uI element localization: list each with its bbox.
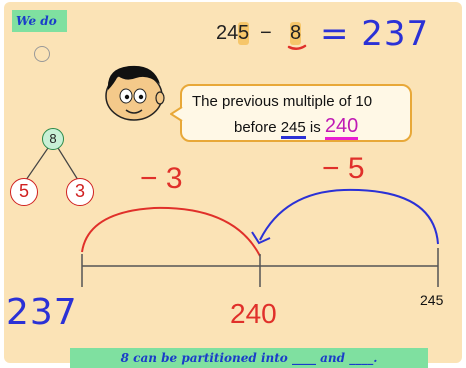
speech-is: is [305,119,325,136]
speech-number-245: 245 [280,119,306,139]
equation-number-1b: 5 [238,22,250,45]
jump-arc-right [259,188,439,245]
number-line-middle: 240 [230,298,277,329]
partition-branches [25,147,79,181]
we-do-label: We do [12,10,67,32]
partition-part-left: 5 [10,178,38,206]
speech-bubble-tail [170,106,183,122]
equation-number-1a: 24 [216,22,239,44]
number-line-drawing [81,188,439,287]
partition-whole: 8 [42,128,64,150]
jump-label-right: − 5 [322,152,365,185]
speech-line-1: The previous multiple of 10 [192,93,373,110]
speech-bubble: The previous multiple of 10 before 245 i… [180,84,412,142]
speech-answer-240: 240 [324,115,359,140]
footer-sentence: 8 can be partitioned into ____ and ____. [70,348,428,368]
equation-minus: − [260,22,272,44]
underline-mark [287,44,307,50]
equation-number-2: 8 [290,22,302,45]
jump-arc-left [81,206,261,257]
number-line-end: 245 [420,292,444,308]
partition-part-right: 3 [66,178,94,206]
cartoon-boy-icon [105,65,165,121]
speech-line-2: before 245 is 240 [234,115,359,140]
number-line-start: 237 [6,292,78,333]
jump-label-left: − 3 [140,162,183,195]
whiteboard: We do 24 5 − 8 = 237 The previous multip… [4,2,462,368]
equation-result: = 237 [320,14,430,54]
arrow-head [251,231,271,245]
pointer-circle [34,46,50,62]
speech-before: before [234,119,281,136]
